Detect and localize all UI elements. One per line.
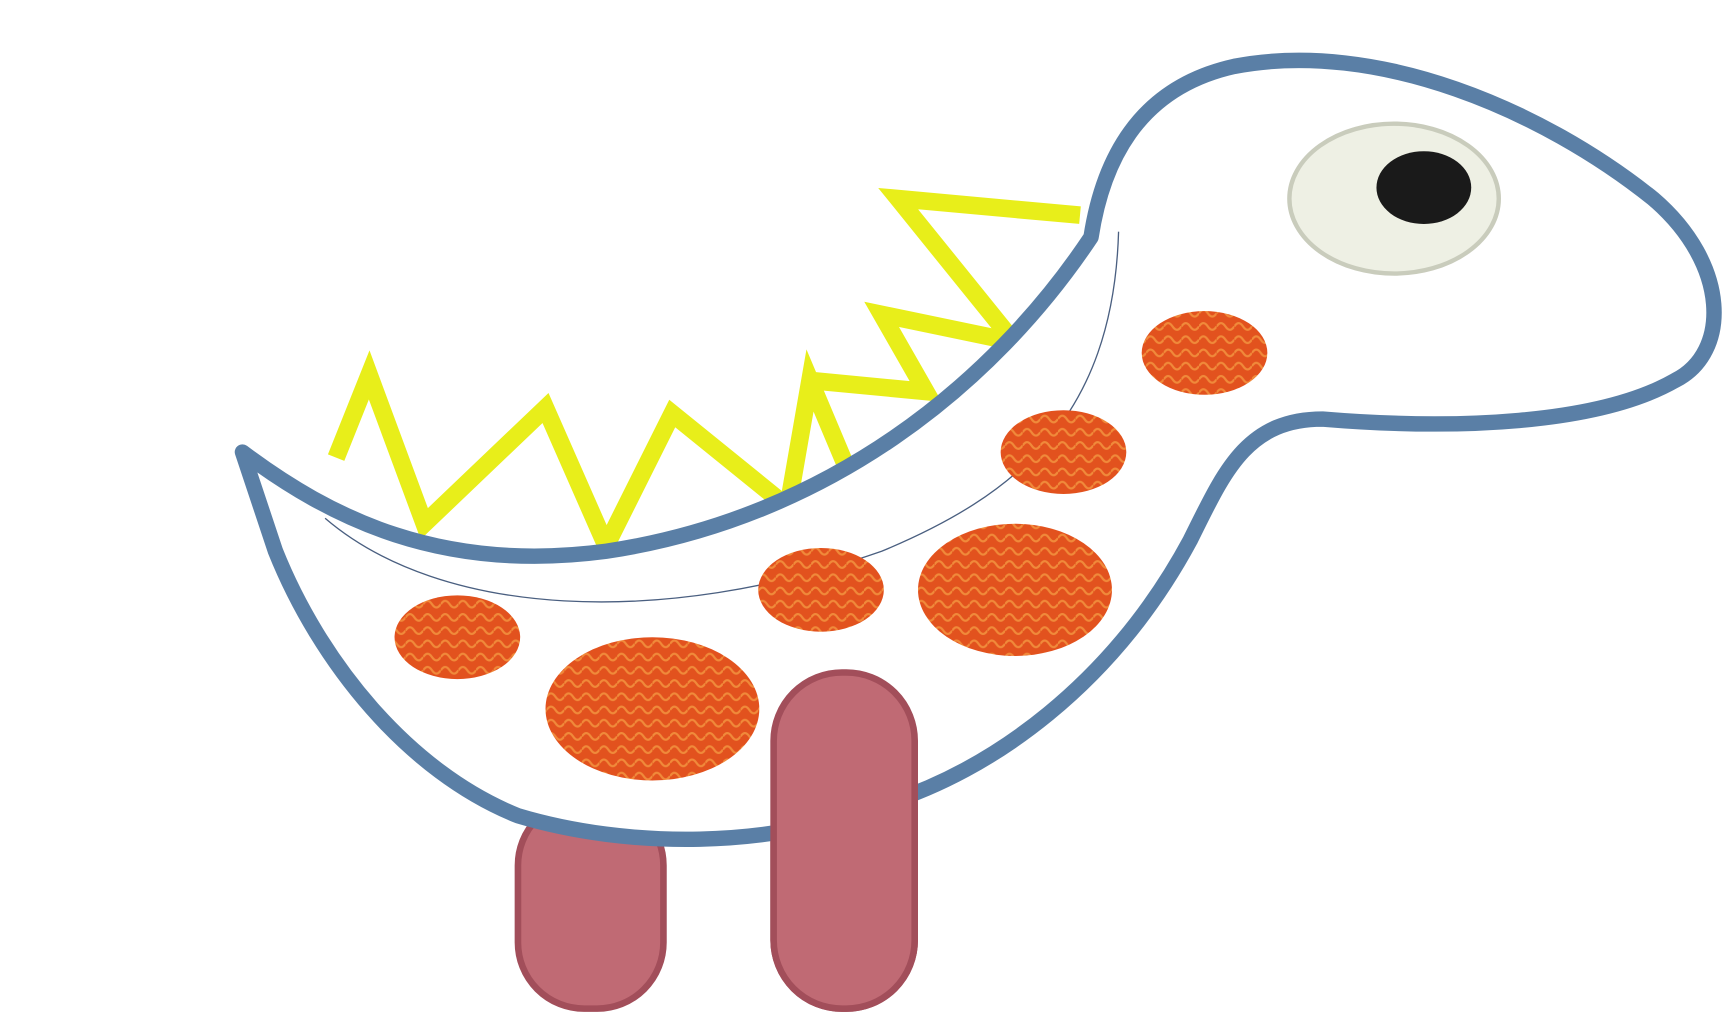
- spot: [1141, 311, 1268, 395]
- spot: [1000, 410, 1127, 494]
- spot: [545, 637, 760, 781]
- spot: [758, 547, 884, 632]
- spot: [918, 523, 1112, 656]
- spot: [394, 595, 521, 680]
- placement-line: [324, 231, 1120, 603]
- teeth-upper: [809, 187, 1081, 402]
- front-leg-top: [770, 669, 918, 1012]
- eye-pupil: [1376, 151, 1472, 224]
